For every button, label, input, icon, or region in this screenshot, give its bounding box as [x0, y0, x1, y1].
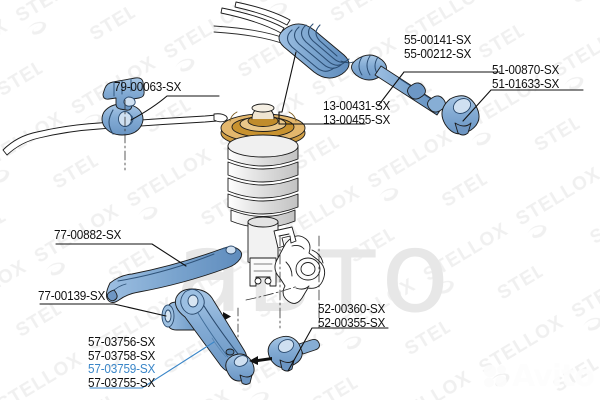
callout-79-00063-sx: 79-00063-SX — [114, 80, 182, 95]
callout-line: 13-00431-SX — [323, 99, 391, 113]
callout-52-00360-sx: 52-00360-SX 52-00355-SX — [318, 302, 386, 330]
ball-joint-part — [267, 335, 320, 372]
callout-line: 51-00870-SX — [492, 63, 560, 77]
callout-line: 77-00139-SX — [38, 289, 106, 303]
callout-line: 79-00063-SX — [114, 80, 182, 94]
callout-line: 13-00455-SX — [323, 112, 391, 127]
callout-line: 77-00882-SX — [54, 228, 122, 242]
callout-line: 51-01633-SX — [492, 76, 560, 91]
callout-line: 52-00355-SX — [318, 315, 386, 330]
callout-line: 55-00212-SX — [404, 46, 472, 61]
strut-rod-part — [105, 245, 243, 303]
callout-line: 57-03758-SX — [88, 348, 156, 363]
lower-control-arm-part — [174, 288, 255, 385]
callout-13-00431-sx: 13-00431-SX 13-00455-SX — [323, 99, 391, 127]
callout-line-highlighted: 57-03759-SX — [88, 362, 156, 377]
callout-line: 57-03755-SX — [88, 375, 156, 390]
callout-55-00141-sx: 55-00141-SX 55-00212-SX — [404, 33, 472, 61]
callout-77-00882-sx: 77-00882-SX — [54, 228, 122, 243]
callout-57-03756-sx: 57-03756-SX 57-03758-SX 57-03759-SX 57-0… — [88, 335, 156, 390]
callout-51-00870-sx: 51-00870-SX 51-01633-SX — [492, 63, 560, 91]
steering-knuckle — [273, 226, 326, 304]
callout-line: 52-00360-SX — [318, 302, 386, 316]
callout-line: 57-03756-SX — [88, 335, 156, 349]
callout-77-00139-sx: 77-00139-SX — [38, 289, 106, 304]
callout-line: 55-00141-SX — [404, 33, 472, 47]
